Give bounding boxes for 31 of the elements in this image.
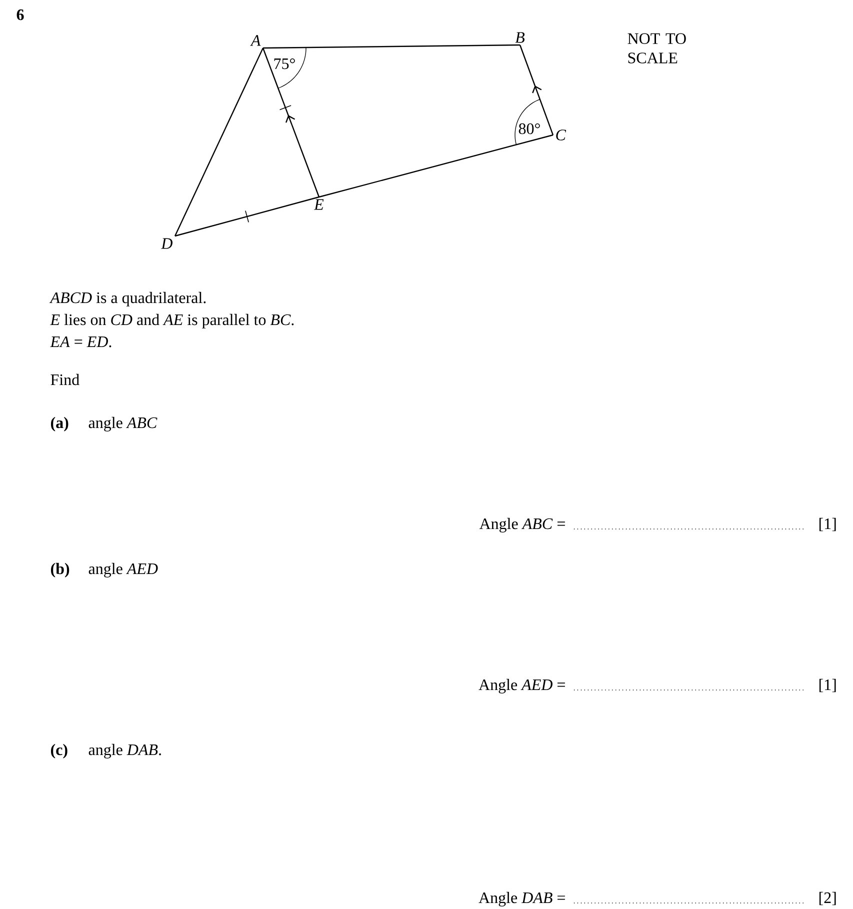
vertex-label: B: [515, 32, 525, 43]
line-segment: [174, 196, 320, 237]
line-segment: [263, 44, 520, 49]
question-text: angle AED: [88, 562, 158, 578]
marks-label: [1]: [819, 518, 836, 532]
question-number: 6: [16, 9, 24, 20]
scale-note: NOT TO SCALE: [628, 33, 686, 64]
line-segment: [262, 48, 320, 198]
marks-label: [2]: [819, 892, 836, 906]
answer-label: Angle AED =: [478, 678, 565, 694]
answer-label: Angle ABC =: [479, 518, 565, 532]
marks-label: [1]: [819, 678, 836, 692]
vertex-label: C: [556, 130, 566, 140]
line-segment: [174, 48, 264, 236]
angle-label: 75°: [274, 58, 295, 70]
angle-label: 80°: [518, 123, 540, 134]
question-text: ABCD is a quadrilateral.: [49, 292, 206, 306]
question-text: EA = ED.: [50, 336, 112, 348]
answer-label: Angle DAB =: [478, 892, 565, 906]
question-text: angle ABC: [88, 416, 158, 432]
vertex-label: D: [161, 238, 172, 249]
question-text: E lies on CD and AE is parallel to BC.: [50, 314, 294, 328]
question-text: angle DAB.: [88, 744, 161, 758]
line-segment: [318, 134, 554, 198]
vertex-label: A: [250, 35, 261, 46]
part-label: (a): [50, 416, 68, 432]
line-segment: [519, 44, 554, 136]
question-text: Find: [50, 374, 80, 386]
part-label: (b): [50, 562, 70, 578]
part-label: (c): [50, 744, 68, 758]
vertex-label: E: [314, 199, 324, 210]
